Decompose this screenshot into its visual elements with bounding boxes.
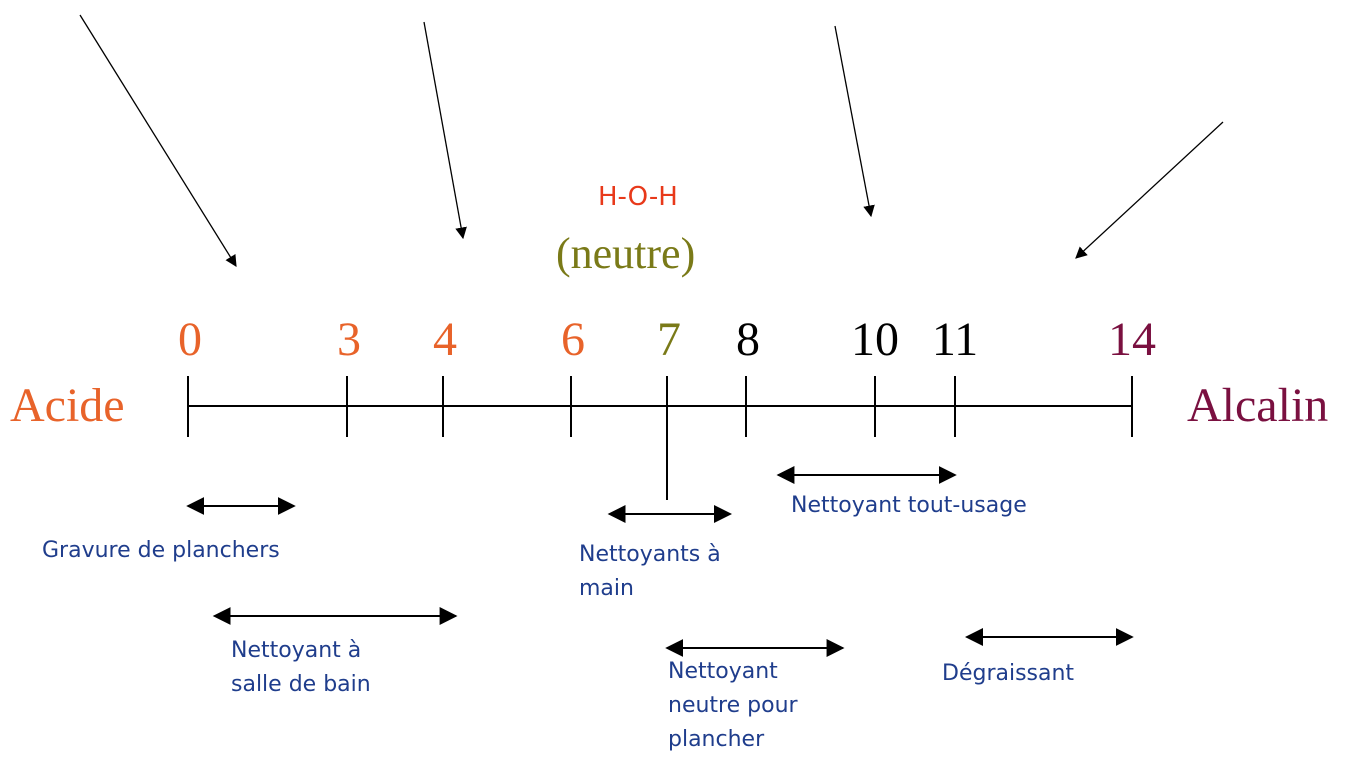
range-arrows [186, 466, 1134, 657]
neutral-label: (neutre) [556, 229, 696, 278]
alkaline-label: Alcalin [1187, 379, 1329, 432]
range-label: Gravure de planchers [42, 538, 280, 563]
water-formula: H-O-H [598, 182, 678, 212]
range-label: Nettoyant neutre pour plancher [668, 659, 798, 752]
tick-label: 4 [433, 313, 457, 366]
range-label: Dégraissant [942, 661, 1075, 686]
tick-label: 0 [178, 313, 202, 366]
tick-label: 6 [561, 313, 585, 366]
tick-label: 3 [337, 313, 361, 366]
pointer-arrow-1 [79, 14, 237, 267]
pointer-arrow-3 [834, 25, 875, 218]
tick-label: 10 [851, 313, 899, 366]
tick-label: 7 [657, 313, 681, 366]
acid-label: Acide [10, 379, 125, 432]
range-label: Nettoyant à salle de bain [231, 638, 371, 697]
pointer-arrow-2 [423, 21, 467, 240]
tick-label: 11 [931, 313, 979, 366]
tick-group [187, 376, 1133, 437]
range-label: Nettoyants à main [579, 542, 721, 601]
range-label: Nettoyant tout-usage [791, 493, 1027, 518]
tick-label: 14 [1108, 313, 1156, 366]
tick-label: 8 [736, 313, 760, 366]
pointer-arrow-4 [1075, 121, 1224, 259]
